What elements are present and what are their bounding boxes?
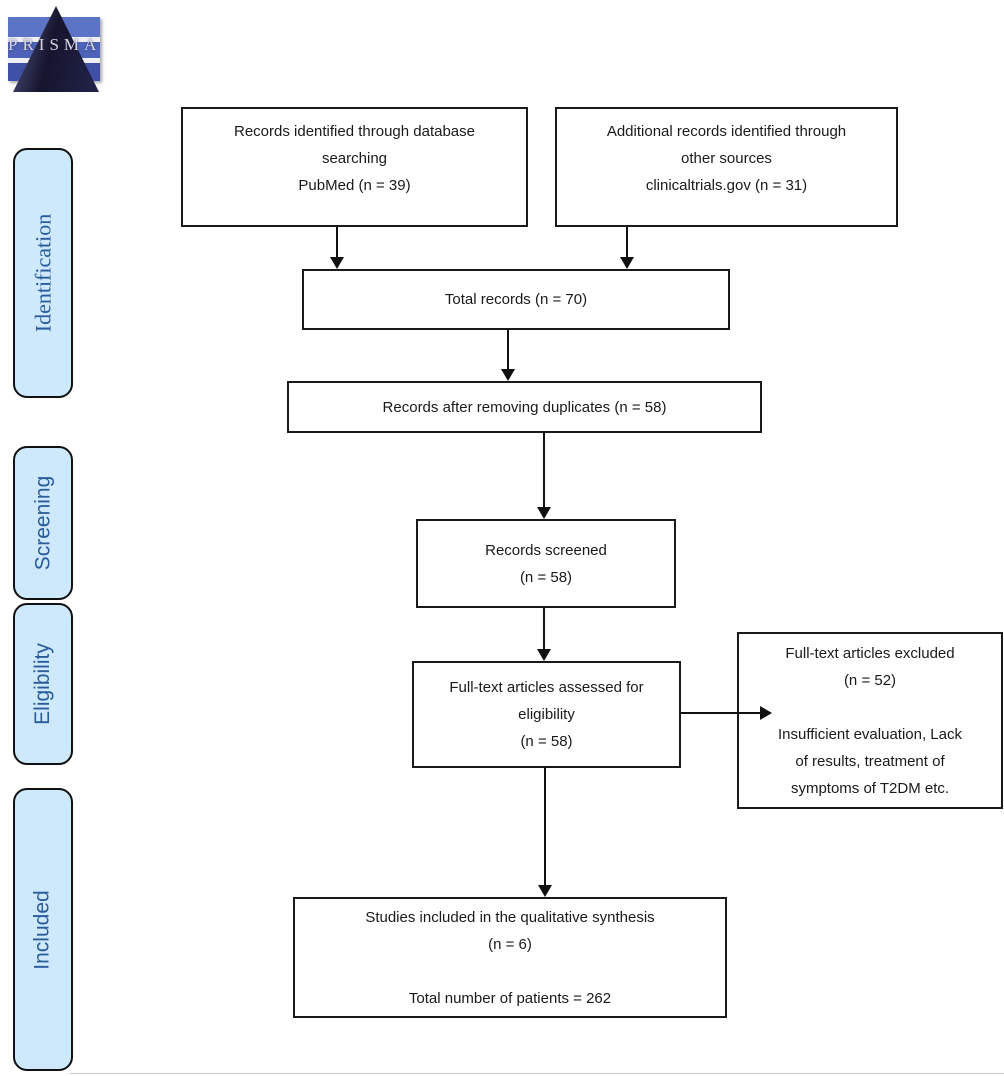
sidebar-stage-screening: Screening <box>13 446 73 600</box>
arrowhead-down-icon <box>330 257 344 269</box>
stage-label-screening: Screening <box>31 475 54 571</box>
sidebar-stage-included: Included <box>13 788 73 1071</box>
stage-label-identification: Identification <box>30 213 56 333</box>
box-text-line: (n = 58) <box>519 568 573 586</box>
box-text-line: Records screened <box>485 541 607 559</box>
box-text-line: Full-text articles assessed for <box>449 679 644 696</box>
flow-box-after-duplicates: Records after removing duplicates (n = 5… <box>287 381 762 433</box>
stage-label-included: Included <box>31 889 54 970</box>
flow-box-records-screened: Records screened (n = 58) <box>416 519 676 608</box>
box-text-line: of results, treatment of <box>795 752 945 770</box>
arrowhead-down-icon <box>501 369 515 381</box>
box-text-line <box>295 958 725 985</box>
arrow-total-to-duplicates <box>507 329 509 369</box>
flow-box-fulltext-excluded: Full-text articles excluded (n = 52) Ins… <box>737 632 1003 809</box>
arrow-screened-to-assessed <box>543 607 545 649</box>
page-bottom-edge <box>70 1073 1004 1074</box>
arrowhead-down-icon <box>537 649 551 661</box>
arrowhead-right-icon <box>760 706 772 720</box>
box-text-line: other sources <box>681 150 772 167</box>
box-text-line: clinicaltrials.gov (n = 31) <box>645 177 808 194</box>
box-text-line: (n = 6) <box>488 935 532 953</box>
box-text-line: Studies included in the qualitative synt… <box>365 908 655 926</box>
stage-label-eligibility: Eligibility <box>31 643 55 725</box>
arrowhead-down-icon <box>537 507 551 519</box>
arrowhead-down-icon <box>538 885 552 897</box>
flow-box-records-identified: Records identified through database sear… <box>181 107 528 227</box>
box-text-line: PubMed (n = 39) <box>298 177 411 194</box>
box-text-line: Total number of patients = 262 <box>408 989 612 1007</box>
arrow-othersources-to-total <box>626 227 628 257</box>
arrowhead-down-icon <box>620 257 634 269</box>
box-text-line: Total records (n = 70) <box>444 291 588 308</box>
box-text-line: symptoms of T2DM etc. <box>790 779 950 797</box>
flow-box-studies-included: Studies included in the qualitative synt… <box>293 897 727 1018</box>
box-text-line: (n = 52) <box>843 671 897 689</box>
arrow-dbsearch-to-total <box>336 227 338 257</box>
box-text-line: Additional records identified through <box>606 123 847 140</box>
flow-box-total-records: Total records (n = 70) <box>302 269 730 330</box>
sidebar-stage-eligibility: Eligibility <box>13 603 73 765</box>
arrow-duplicates-to-screened <box>543 432 545 507</box>
arrow-assessed-to-included <box>544 767 546 885</box>
arrow-assessed-to-excluded <box>680 712 760 714</box>
flow-box-fulltext-assessed: Full-text articles assessed for eligibil… <box>412 661 681 768</box>
box-text-line: Full-text articles excluded <box>785 644 955 662</box>
prisma-logo-text: PRISMA <box>8 35 102 54</box>
box-text-line: searching <box>321 150 388 167</box>
box-text-line: Records after removing duplicates (n = 5… <box>382 398 667 416</box>
sidebar-stage-identification: Identification <box>13 148 73 398</box>
box-text-line: Insufficient evaluation, Lack <box>777 725 962 743</box>
box-text-line: eligibility <box>518 706 575 723</box>
box-text-line <box>739 694 1001 721</box>
box-text-line: Records identified through database <box>234 123 475 140</box>
prisma-logo: PRISMA <box>8 4 105 94</box>
flow-box-additional-records: Additional records identified through ot… <box>555 107 898 227</box>
box-text-line: (n = 58) <box>520 733 573 750</box>
